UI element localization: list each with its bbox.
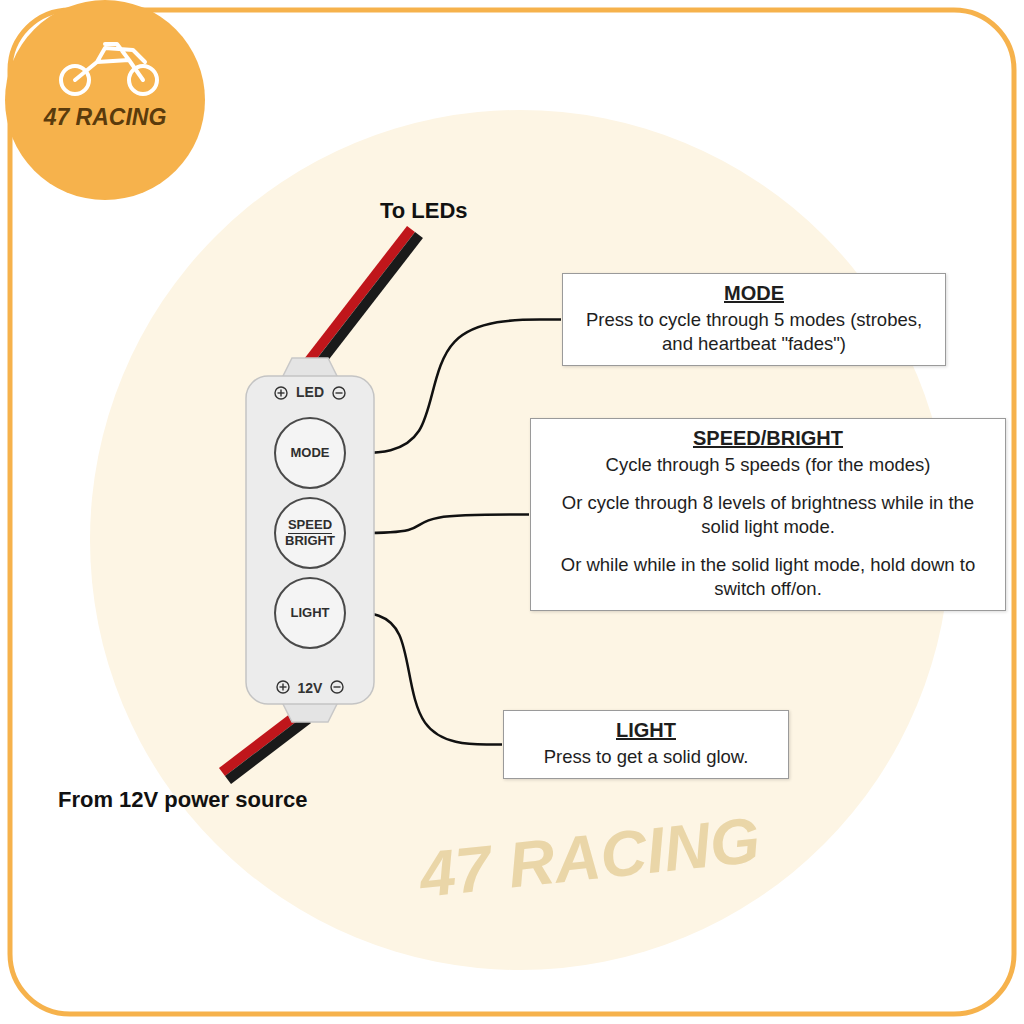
callout-text: Cycle through 5 speeds (for the modes) <box>543 453 993 477</box>
wire-label: From 12V power source <box>58 787 307 813</box>
button-label: BRIGHT <box>285 534 335 548</box>
symbol-bar <box>282 684 283 691</box>
callout-box: LIGHTPress to get a solid glow. <box>503 710 789 779</box>
logo-text: 47 RACING <box>44 104 167 131</box>
callout-arrow <box>348 515 529 533</box>
callout-heading: LIGHT <box>516 717 776 743</box>
controller-body: LED 12V MODE SPEEDBRIGHT LIGHT <box>245 375 375 705</box>
callout-text: Press to get a solid glow. <box>516 745 776 769</box>
callout-text: Or while while in the solid light mode, … <box>543 553 993 601</box>
motorcycle-icon <box>61 44 157 94</box>
circle-outline <box>5 0 205 200</box>
red-wire <box>222 711 302 772</box>
wire-top <box>308 229 419 368</box>
control-button: MODE <box>274 417 346 489</box>
terminal-label: LED <box>296 384 324 400</box>
black-wire <box>316 235 419 368</box>
button-label: SPEED <box>288 518 332 533</box>
callout-heading: SPEED/BRIGHT <box>543 425 993 451</box>
cable-cap <box>282 358 338 378</box>
polarity-symbol <box>275 387 287 399</box>
cable-cap <box>282 702 338 722</box>
symbol-bar <box>280 390 281 397</box>
circle-outline <box>275 498 345 568</box>
callout-box: SPEED/BRIGHTCycle through 5 speeds (for … <box>530 418 1006 611</box>
circle-outline <box>275 418 345 488</box>
symbol-bar <box>334 686 341 687</box>
body-outline <box>246 376 374 704</box>
polarity-symbol <box>277 681 289 693</box>
symbol-ring <box>333 387 345 399</box>
button-label: LIGHT <box>291 606 330 620</box>
symbol-ring <box>277 681 289 693</box>
watermark: 47 RACING <box>416 803 763 912</box>
red-wire <box>308 229 411 362</box>
polarity-symbol <box>333 387 345 399</box>
logo-badge: 47 RACING <box>5 0 205 200</box>
polarity-symbol <box>331 681 343 693</box>
callout-text: Or cycle through 8 levels of brightness … <box>543 491 993 539</box>
control-button: LIGHT <box>274 577 346 649</box>
callout-box: MODEPress to cycle through 5 modes (stro… <box>562 273 946 366</box>
control-button: SPEEDBRIGHT <box>274 497 346 569</box>
callout-text: Press to cycle through 5 modes (strobes,… <box>575 308 933 356</box>
callout-heading: MODE <box>575 280 933 306</box>
circle-outline <box>275 578 345 648</box>
black-wire <box>228 719 308 780</box>
button-label: MODE <box>291 446 330 460</box>
symbol-bar <box>336 392 343 393</box>
symbol-ring <box>275 387 287 399</box>
wire-label: To LEDs <box>380 198 468 224</box>
frame-lines <box>75 44 145 80</box>
terminal-label: 12V <box>298 680 323 696</box>
symbol-ring <box>331 681 343 693</box>
node-outline <box>5 0 205 200</box>
